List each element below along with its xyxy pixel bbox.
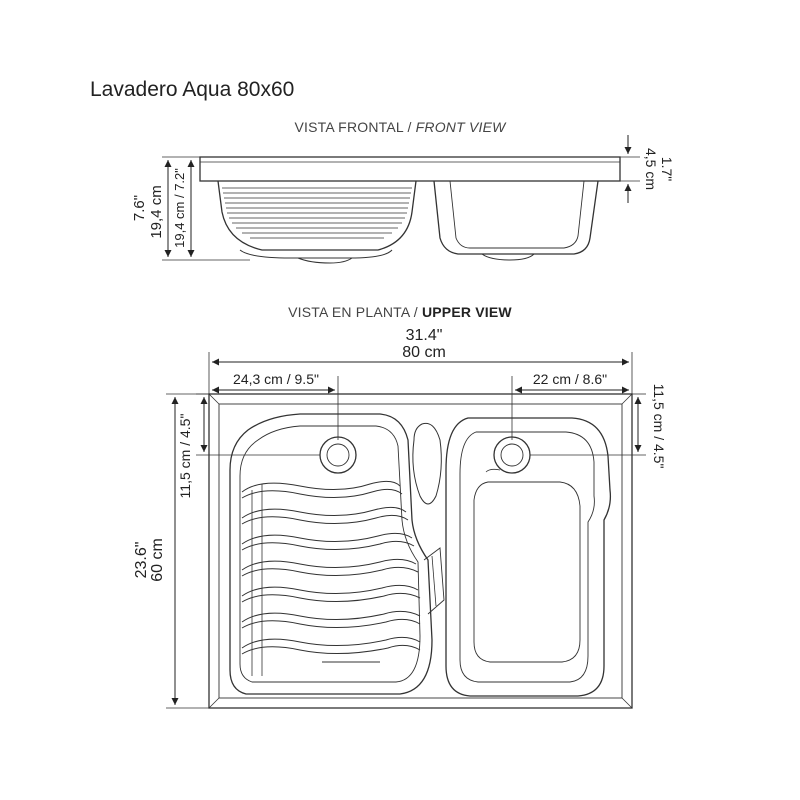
front-rim <box>199 156 621 182</box>
left-drain <box>319 436 357 474</box>
left-drain-offset-label: 24,3 cm / 9.5" <box>233 371 319 387</box>
upper-depth-label-in: 23.6" <box>133 542 150 579</box>
front-view-drawing <box>199 156 621 264</box>
front-height-label-in: 7.6" <box>131 195 148 221</box>
upper-width-dimension: 31.4" 80 cm <box>208 327 633 394</box>
product-title: Lavadero Aqua 80x60 <box>90 78 295 101</box>
front-view-title: VISTA FRONTAL / FRONT VIEW <box>0 119 800 135</box>
upper-view-title-emph: UPPER VIEW <box>421 304 512 320</box>
left-drain-depth-dimension: 11,5 cm / 4.5" <box>177 393 320 499</box>
soap-dish <box>412 422 442 505</box>
right-drain-depth-dimension: 11,5 cm / 4.5" <box>530 384 667 469</box>
front-rim-label-cm: 4,5 cm <box>643 148 659 190</box>
front-rim-label-in: 1.7" <box>659 157 675 181</box>
right-drain-depth-label: 11,5 cm / 4.5" <box>651 384 667 469</box>
upper-view-title-plain: VISTA EN PLANTA / <box>288 304 422 320</box>
upper-outer-rim <box>208 393 633 709</box>
right-drain-offset-dimension: 22 cm / 8.6" <box>511 371 629 440</box>
left-drain-depth-label: 11,5 cm / 4.5" <box>177 414 193 499</box>
right-drain-offset-label: 22 cm / 8.6" <box>533 371 607 387</box>
front-view-title-emph: FRONT VIEW <box>415 119 506 135</box>
front-height-label-cm: 19,4 cm / 7.2" <box>172 168 187 248</box>
front-rim-dimension: 4,5 cm 1.7" <box>620 135 675 203</box>
front-left-basin <box>217 180 417 251</box>
upper-view-drawing <box>208 393 633 709</box>
front-height-cm-outer: 19,4 cm <box>148 185 165 238</box>
right-drain <box>493 436 531 474</box>
upper-right-basin <box>445 417 612 697</box>
upper-view-title: VISTA EN PLANTA / UPPER VIEW <box>0 304 800 320</box>
front-view-title-plain: VISTA FRONTAL / <box>294 119 416 135</box>
upper-depth-label-cm: 60 cm <box>149 538 166 582</box>
upper-width-label-cm: 80 cm <box>402 344 446 361</box>
front-washboard-ribs <box>222 187 412 239</box>
left-drain-offset-dimension: 24,3 cm / 9.5" <box>212 371 339 440</box>
upper-width-label-in: 31.4" <box>406 327 443 344</box>
upper-left-basin <box>229 413 433 695</box>
upper-washboard-ribs <box>241 480 421 655</box>
front-height-dimension: 19,4 cm / 7.2" 7.6" 19,4 cm / 7.2" <box>131 156 250 261</box>
front-right-basin <box>433 180 599 255</box>
upper-depth-dimension: 23.6" 60 cm <box>133 393 209 709</box>
